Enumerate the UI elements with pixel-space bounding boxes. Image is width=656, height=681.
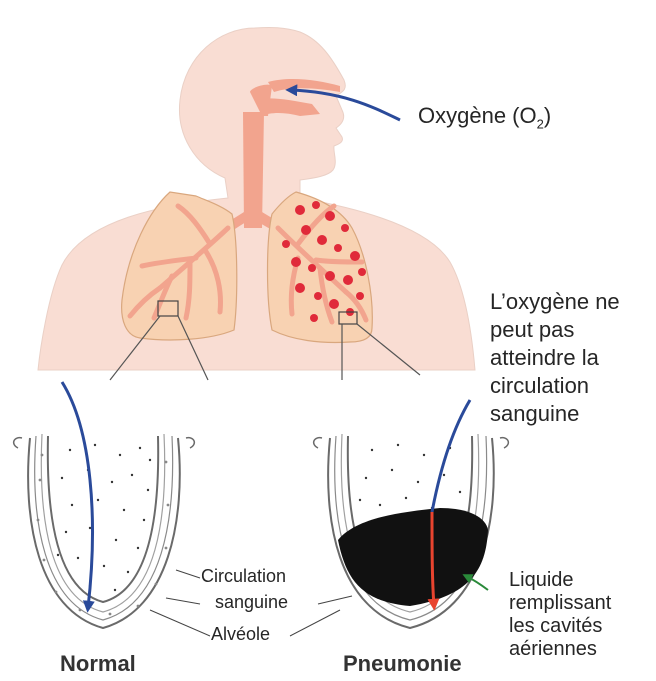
- normal-oxygen-arrow: [62, 382, 92, 608]
- blocked-line: L’oxygène ne: [490, 288, 655, 316]
- oxygen-label-close: ): [544, 103, 551, 128]
- pneumonia-caption: Pneumonie: [343, 651, 462, 677]
- blocked-line: circulation: [490, 372, 655, 400]
- alveole-label: Alvéole: [211, 624, 270, 645]
- liquid-label: Liquide remplissant les cavités aérienne…: [509, 569, 649, 661]
- liquid-line: aériennes: [509, 638, 649, 661]
- pneumonia-alveolus: [314, 400, 509, 628]
- normal-alveolus: [14, 382, 195, 628]
- blocked-oxygen-label: L’oxygène ne peut pas atteindre la circu…: [490, 288, 655, 428]
- circulation-label: Circulation sanguine: [201, 563, 319, 615]
- blocked-oxygen-arrow: [432, 400, 470, 512]
- normal-caption: Normal: [60, 651, 136, 677]
- circulation-line: Circulation: [201, 563, 319, 589]
- oxygen-label-text: Oxygène (O: [418, 103, 537, 128]
- fluid-fill: [338, 508, 488, 606]
- liquid-line: remplissant: [509, 592, 649, 615]
- liquid-line: Liquide: [509, 569, 649, 592]
- blocked-line: atteindre la: [490, 344, 655, 372]
- blocked-line: peut pas: [490, 316, 655, 344]
- oxygen-subscript: 2: [537, 116, 544, 131]
- circulation-line: sanguine: [201, 589, 319, 615]
- liquid-line: les cavités: [509, 615, 649, 638]
- blocked-line: sanguine: [490, 400, 655, 428]
- oxygen-label: Oxygène (O2): [418, 103, 551, 131]
